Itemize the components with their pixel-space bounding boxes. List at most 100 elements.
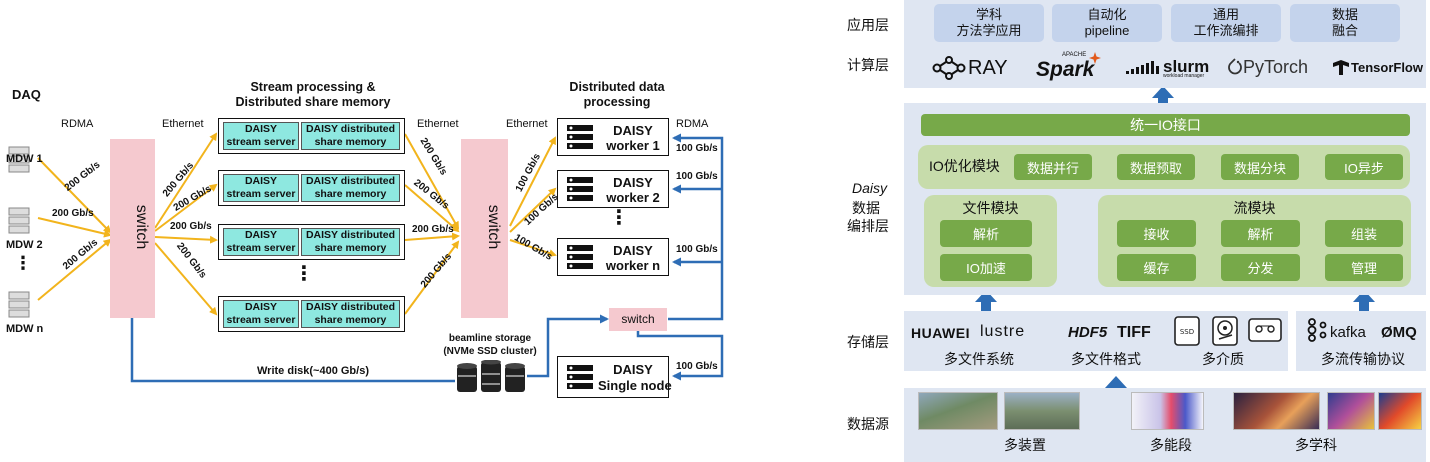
box-text-line: share memory xyxy=(314,188,387,200)
hdf5-logo-text: HDF5 xyxy=(1068,324,1108,341)
ray-logo-icon xyxy=(932,56,966,80)
app-line1: 学科 xyxy=(975,7,1002,22)
app-line1: 自动化 xyxy=(1087,7,1127,22)
storage-line2: (NVMe SSD cluster) xyxy=(443,346,537,357)
stream-item-receive: 接收 xyxy=(1117,220,1196,247)
worker-label: DAISY worker 2 xyxy=(606,175,660,205)
write-disk-label: Write disk(~400 Gb/s) xyxy=(257,365,369,377)
stream-item-manage: 管理 xyxy=(1325,254,1403,281)
server-icon xyxy=(567,125,593,149)
facility-photo-1 xyxy=(918,392,998,430)
switch-small-label: switch xyxy=(621,312,655,326)
network-switch: switch xyxy=(110,139,155,318)
server-rack-icon xyxy=(8,146,30,173)
ray-logo-text: RAY xyxy=(968,57,1008,79)
io-item-parallel: 数据并行 xyxy=(1014,154,1092,180)
box-text-line: share memory xyxy=(314,136,387,148)
box-text-line: stream server xyxy=(226,136,296,148)
app-box-workflow: 通用工作流编排 xyxy=(1171,4,1281,42)
row-label-daisy: Daisy xyxy=(852,180,888,196)
box-text-line: share memory xyxy=(314,314,387,326)
switch-label: switch xyxy=(485,204,503,250)
slurm-logo-text: slurm xyxy=(1163,57,1210,76)
slurm-workload-text: workload manager xyxy=(1163,73,1205,79)
mdw-n-label: MDW n xyxy=(6,323,44,335)
tiff-logo-text: TIFF xyxy=(1117,324,1151,341)
stream-item-assemble: 组装 xyxy=(1325,220,1403,247)
server-rack-icon xyxy=(8,207,30,234)
caption-multi-energy: 多能段 xyxy=(1150,437,1192,453)
io-item-chunk: 数据分块 xyxy=(1221,154,1299,180)
box-text-line: DAISY xyxy=(244,175,278,187)
worker-label: DAISY worker 1 xyxy=(606,123,660,153)
mdw-1-label: MDW 1 xyxy=(6,153,43,165)
box-text-line: DAISY xyxy=(244,229,278,241)
storage-line1: beamline storage xyxy=(448,333,532,344)
server-icon xyxy=(567,245,593,269)
app-box-discipline: 学科方法学应用 xyxy=(934,4,1044,42)
server-rack-icon xyxy=(8,291,30,318)
stream-title-line2: Distributed share memory xyxy=(235,95,391,109)
network-switch: switch xyxy=(461,139,508,318)
box-text-line: DAISY distributed xyxy=(305,175,396,187)
row-label-compute: 计算层 xyxy=(847,57,889,73)
caption-multi-media: 多介质 xyxy=(1202,351,1244,367)
pytorch-logo-text: PyTorch xyxy=(1243,57,1309,77)
file-item-parse: 解析 xyxy=(940,220,1032,247)
discipline-photo-2 xyxy=(1327,392,1375,430)
caption-multi-format: 多文件格式 xyxy=(1071,351,1141,367)
rdma-left-label: RDMA xyxy=(61,118,94,130)
tape-cassette-icon xyxy=(1248,318,1282,342)
io-item-async: IO异步 xyxy=(1325,154,1403,180)
row-label-app: 应用层 xyxy=(847,17,889,33)
file-module-label: 文件模块 xyxy=(962,200,1019,216)
dist-title-line2: processing xyxy=(583,95,651,109)
daq-label: DAQ xyxy=(12,87,41,102)
discipline-photo-1 xyxy=(1233,392,1320,430)
mdw-ellipsis: ⋮ xyxy=(14,253,32,273)
mdw-2-label: MDW 2 xyxy=(6,239,43,251)
rate-label: 100 Gb/s xyxy=(676,143,718,154)
unified-io-interface: 统一IO接口 xyxy=(921,114,1410,136)
server-icon xyxy=(567,177,593,201)
app-line2: 方法学应用 xyxy=(956,23,1022,38)
caption-multi-facility: 多装置 xyxy=(1004,437,1046,453)
ethernet-right-label: Ethernet xyxy=(506,118,548,130)
box-text-line: DAISY xyxy=(244,123,278,135)
spark-star-icon xyxy=(1089,52,1101,64)
worker-node: DAISY worker 1 xyxy=(557,118,669,156)
stream-item-cache: 缓存 xyxy=(1117,254,1196,281)
rate-label: 200 Gb/s xyxy=(412,224,454,235)
slurm-dots-icon xyxy=(1126,61,1159,74)
rate-label: 100 Gb/s xyxy=(676,244,718,255)
box-text-line: DAISY distributed xyxy=(305,229,396,241)
database-cluster-icon xyxy=(457,360,525,392)
tensorflow-icon xyxy=(1333,60,1349,75)
rate-label: 100 Gb/s xyxy=(676,361,718,372)
worker-ellipsis: ⋮ xyxy=(609,207,629,229)
app-line1: 通用 xyxy=(1212,7,1239,22)
app-line2: pipeline xyxy=(1084,23,1130,38)
stream-title-line1: Stream processing & xyxy=(250,80,376,94)
io-item-prefetch: 数据预取 xyxy=(1117,154,1195,180)
caption-multi-fs: 多文件系统 xyxy=(944,351,1014,367)
io-module-label: IO优化模块 xyxy=(929,158,1000,174)
spark-apache-text: APACHE xyxy=(1062,52,1087,58)
huawei-logo-text: HUAWEI xyxy=(911,325,970,341)
ethernet-left-label: Ethernet xyxy=(162,118,204,130)
kafka-logo-text: kafka xyxy=(1330,324,1366,341)
box-text-line: DAISY distributed xyxy=(305,301,396,313)
server-icon xyxy=(567,365,593,389)
rate-label: 200 Gb/s xyxy=(170,221,212,232)
